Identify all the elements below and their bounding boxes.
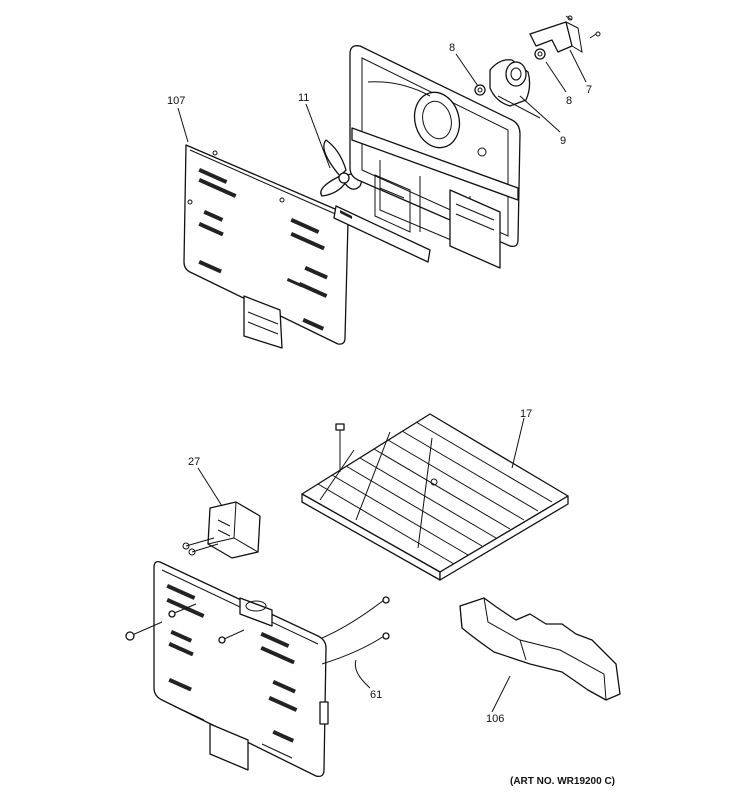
callout-8-upper: 8 [449,42,455,54]
callout-107: 107 [167,95,185,107]
part-106-foam-insulation [459,597,621,701]
callout-106: 106 [486,713,504,725]
part-27-control-block [182,501,261,559]
callout-8-lower: 8 [566,95,572,107]
callout-11: 11 [298,92,309,104]
callout-9: 9 [560,135,566,147]
part-9-fan-motor [489,59,541,119]
callout-27: 27 [188,456,200,468]
callout-17: 17 [520,408,532,420]
callout-61: 61 [370,689,382,701]
part-8-grommet-lower [534,48,546,60]
fan-housing-assembly [349,45,521,269]
callout-7: 7 [586,84,592,96]
part-7-motor-bracket [529,15,601,53]
part-8-grommet-upper [474,84,486,96]
part-17-evaporator [301,413,569,581]
leader-lines [177,49,587,713]
bottom-cover-panel [125,560,329,778]
part-duct-strip [333,205,431,263]
part-61-wire-harness [321,596,390,665]
part-107-cover-panel [183,144,349,349]
art-number-label: (ART NO. WR19200 C) [510,776,615,787]
part-11-fan-blade [320,139,363,197]
